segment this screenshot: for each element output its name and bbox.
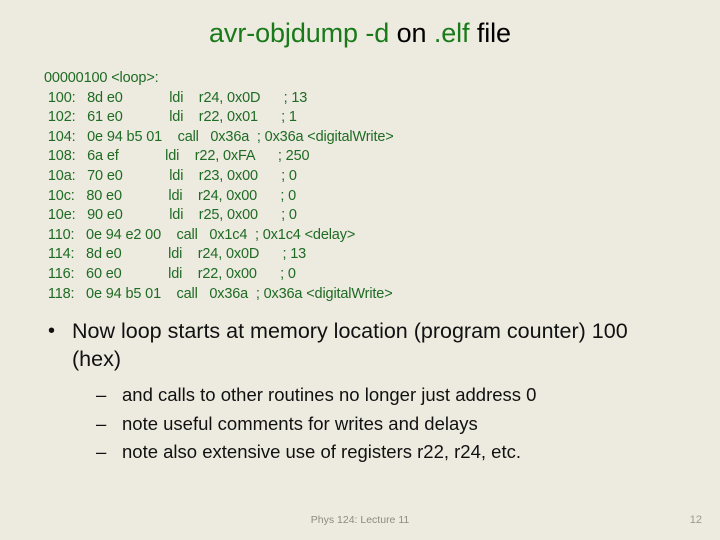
footer-lecture-label: Phys 124: Lecture 11 (310, 514, 410, 526)
title-suffix: file (469, 18, 511, 48)
bullet-secondary-text: note useful comments for writes and dela… (122, 412, 478, 434)
code-line: 108: 6a ef ldi r22, 0xFA ; 250 (44, 148, 310, 165)
sub-bullet-marker-icon: – (96, 384, 107, 405)
bullet-list: • Now loop starts at memory location (pr… (44, 318, 684, 467)
bullet-secondary: –and calls to other routines no longer j… (44, 381, 684, 410)
code-line: 00000100 <loop>: (44, 70, 159, 86)
sub-bullet-marker-icon: – (96, 412, 107, 434)
code-line: 100: 8d e0 ldi r24, 0x0D ; 13 (44, 89, 308, 106)
sub-bullet-list: –and calls to other routines no longer j… (44, 381, 684, 467)
bullet-secondary: –note also extensive use of registers r2… (44, 438, 684, 467)
disassembly-listing: 00000100 <loop>: 100: 8d e0 ldi r24, 0x0… (44, 69, 684, 304)
title-connector: on (389, 18, 434, 48)
bullet-primary-text: Now loop starts at memory location (prog… (72, 319, 628, 371)
bullet-secondary-text: note also extensive use of registers r22… (122, 441, 521, 462)
bullet-primary: • Now loop starts at memory location (pr… (44, 318, 632, 373)
bullet-marker-icon: • (48, 320, 56, 342)
title-command: avr-objdump -d (209, 18, 390, 48)
footer: Phys 124: Lecture 11 12 (0, 510, 720, 530)
title-extension: .elf (433, 18, 470, 48)
code-line: 104: 0e 94 b5 01 call 0x36a ; 0x36a <dig… (44, 128, 394, 145)
page-title: avr-objdump -d on .elf file (0, 16, 720, 50)
code-line: 10e: 90 e0 ldi r25, 0x00 ; 0 (44, 207, 297, 224)
code-line: 102: 61 e0 ldi r22, 0x01 ; 1 (44, 109, 297, 126)
code-line: 10c: 80 e0 ldi r24, 0x00 ; 0 (44, 187, 297, 204)
footer-page-number: 12 (689, 514, 702, 526)
code-line: 10a: 70 e0 ldi r23, 0x00 ; 0 (44, 167, 297, 184)
code-line: 114: 8d e0 ldi r24, 0x0D ; 13 (44, 246, 307, 263)
bullet-secondary-text: and calls to other routines no longer ju… (122, 384, 537, 405)
bullet-secondary: –note useful comments for writes and del… (44, 410, 684, 439)
code-line: 116: 60 e0 ldi r22, 0x00 ; 0 (44, 265, 296, 282)
code-line: 110: 0e 94 e2 00 call 0x1c4 ; 0x1c4 <del… (44, 226, 356, 243)
code-line: 118: 0e 94 b5 01 call 0x36a ; 0x36a <dig… (44, 285, 393, 302)
sub-bullet-marker-icon: – (96, 441, 107, 462)
